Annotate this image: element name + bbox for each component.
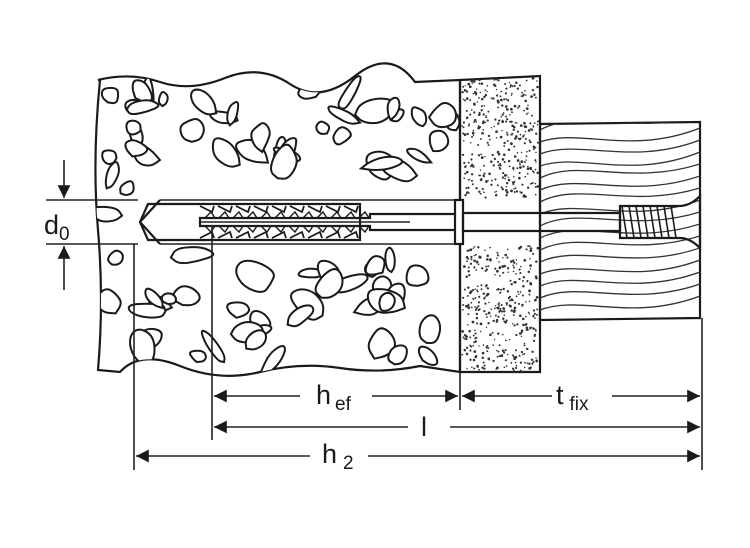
label-d0: d0 [44,210,70,245]
anchor-plug [138,202,362,242]
concrete-base [94,62,462,377]
wood-fixture [538,120,702,322]
dimension-lines [46,160,703,470]
anchor-screw [198,193,702,251]
label-l: l [421,412,427,442]
insulation-layer [458,74,542,374]
